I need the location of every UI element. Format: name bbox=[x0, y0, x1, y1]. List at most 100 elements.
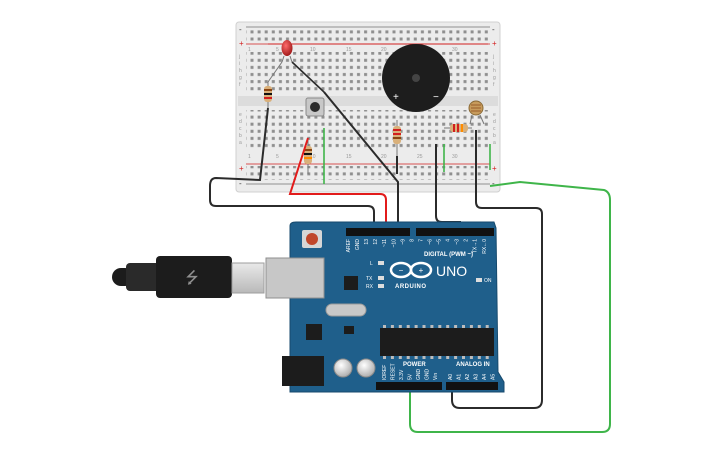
chip-pin bbox=[446, 356, 450, 359]
led-rx-smd bbox=[378, 284, 384, 288]
crystal bbox=[325, 303, 367, 317]
breadboard-terminal-bottom bbox=[246, 110, 490, 150]
pushbutton[interactable] bbox=[305, 97, 325, 117]
usb-cable[interactable]: ⭍ bbox=[112, 256, 265, 298]
red-led[interactable] bbox=[281, 40, 293, 63]
piezo-buzzer[interactable]: + − bbox=[382, 44, 450, 112]
ldr-leg bbox=[469, 114, 473, 125]
power-label: POWER bbox=[403, 362, 426, 368]
chip-pin bbox=[438, 325, 442, 328]
pin-label: AREF bbox=[346, 239, 352, 252]
reset-button[interactable] bbox=[306, 233, 318, 245]
power-jack bbox=[282, 356, 324, 386]
led-resistor[interactable] bbox=[264, 61, 283, 108]
ldr-resistor[interactable] bbox=[444, 124, 472, 132]
row-letter: f bbox=[493, 82, 495, 88]
photoresistor[interactable] bbox=[468, 100, 485, 125]
on-led-smd bbox=[476, 278, 482, 282]
led-tx-smd bbox=[378, 276, 384, 280]
breadboard-channel bbox=[238, 96, 498, 106]
wire-green-5v[interactable] bbox=[409, 180, 611, 433]
pin-label: RX←0 bbox=[482, 239, 488, 254]
pin-label: 5V bbox=[408, 373, 414, 380]
pin-label: 8 bbox=[409, 239, 415, 242]
wire-black-gnd[interactable] bbox=[209, 107, 375, 228]
chip-pin bbox=[398, 356, 402, 359]
pin-label: ~5 bbox=[437, 239, 443, 245]
buzzer-plus-label: + bbox=[393, 92, 399, 103]
chip-pin bbox=[430, 325, 434, 328]
chip-pin bbox=[398, 325, 402, 328]
resistor-band bbox=[453, 124, 455, 132]
rail-minus-tl: - bbox=[239, 25, 242, 34]
resistor-band bbox=[304, 153, 312, 155]
column-number: 10 bbox=[310, 47, 316, 53]
row-letter: c bbox=[493, 126, 496, 132]
resistor-band bbox=[393, 133, 401, 135]
model-label: UNO bbox=[436, 263, 467, 279]
chip-pin bbox=[454, 325, 458, 328]
wire-black-pin11[interactable] bbox=[323, 91, 399, 228]
row-letter: d bbox=[239, 119, 242, 125]
logo-plus: + bbox=[419, 266, 424, 275]
led-body bbox=[281, 40, 293, 56]
chip-pin bbox=[430, 356, 434, 359]
led-cathode-wire[interactable] bbox=[291, 61, 325, 93]
pin-label: IOREF bbox=[382, 365, 388, 380]
led-tx-label: TX bbox=[366, 276, 373, 282]
column-number: 5 bbox=[276, 47, 279, 53]
pin-label: 7 bbox=[418, 239, 424, 242]
brand-label: ARDUINO bbox=[395, 284, 427, 290]
wire-black-a0[interactable] bbox=[451, 130, 543, 409]
led-l-label: L bbox=[370, 261, 373, 267]
logo-loop-right bbox=[409, 261, 433, 279]
atmega-pins bbox=[383, 325, 489, 359]
resistor-band bbox=[304, 149, 312, 151]
pin-label: A0 bbox=[448, 374, 454, 380]
row-letter: d bbox=[493, 119, 496, 125]
resistor-band bbox=[393, 137, 401, 139]
pin-label: GND bbox=[425, 369, 431, 381]
row-letter: g bbox=[493, 75, 496, 81]
resistor-band bbox=[457, 124, 459, 132]
rail-plus-br: + bbox=[492, 164, 497, 173]
wire-red-pin12[interactable] bbox=[288, 137, 387, 228]
regulator bbox=[306, 324, 322, 340]
chip-pin bbox=[438, 356, 442, 359]
button-resistor[interactable] bbox=[304, 138, 312, 174]
pin-label: 12 bbox=[373, 239, 379, 245]
rail-plus-tr: + bbox=[492, 39, 497, 48]
pushbutton-cap bbox=[310, 102, 320, 112]
column-number: 1 bbox=[248, 154, 251, 160]
breadboard: - + - + + - + - j i h g f e d c b a j i … bbox=[235, 21, 501, 193]
resistor-band bbox=[304, 157, 312, 159]
digital-label: DIGITAL (PWM ~) bbox=[424, 252, 473, 258]
pin-label: ~6 bbox=[427, 239, 433, 245]
row-letter: a bbox=[239, 140, 242, 146]
row-letter: h bbox=[239, 68, 242, 74]
led-rx-label: RX bbox=[366, 284, 374, 290]
pin-label: A4 bbox=[482, 374, 488, 380]
chip-pin bbox=[477, 325, 481, 328]
led-leg-anode bbox=[281, 55, 285, 63]
row-letter: i bbox=[239, 61, 240, 67]
resistor-band bbox=[264, 93, 272, 95]
column-number: 30 bbox=[452, 47, 458, 53]
chip-pin bbox=[469, 356, 473, 359]
capacitor bbox=[356, 358, 376, 378]
chip-pin bbox=[406, 356, 410, 359]
row-letter: i bbox=[493, 61, 494, 67]
buzzer-resistor[interactable] bbox=[393, 120, 401, 156]
analog-header bbox=[446, 382, 498, 390]
row-letter: a bbox=[493, 140, 496, 146]
column-number: 5 bbox=[276, 154, 279, 160]
usb-plug-housing bbox=[156, 256, 232, 298]
arduino-logo: − + bbox=[389, 261, 433, 279]
chip-pin bbox=[462, 356, 465, 359]
led-l-smd bbox=[378, 261, 384, 265]
rail-minus-tr: - bbox=[492, 25, 495, 34]
